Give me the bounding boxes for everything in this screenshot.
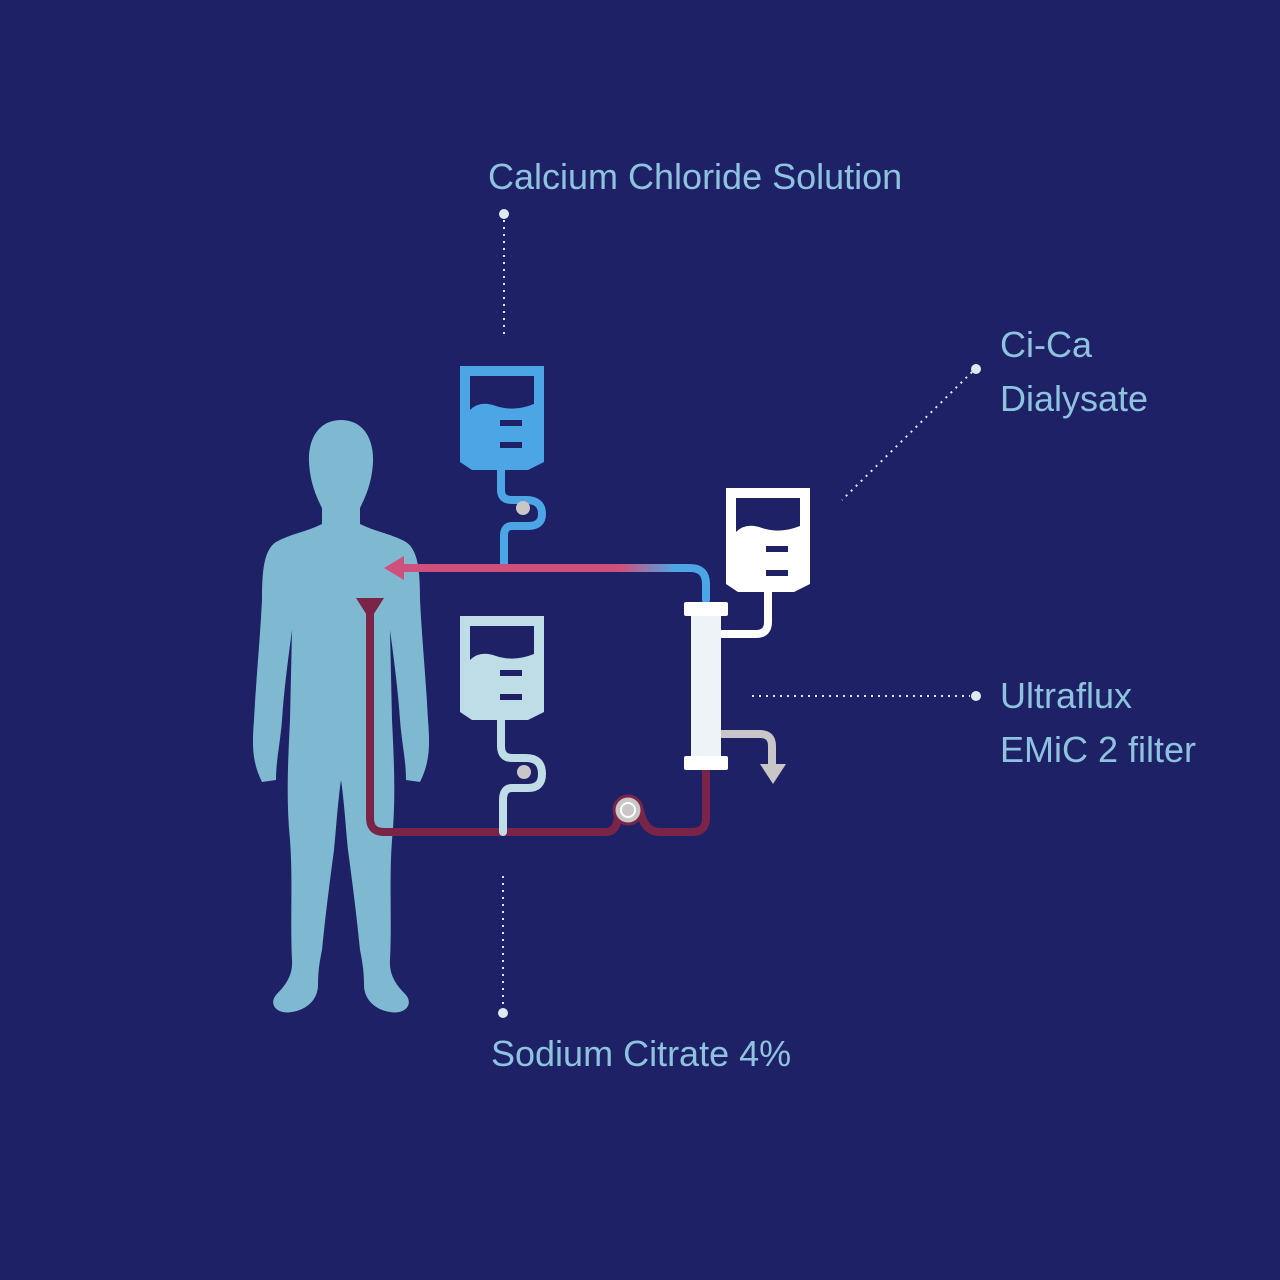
citrate-bag-icon (460, 616, 544, 720)
citrate-label: Sodium Citrate 4% (491, 1033, 792, 1074)
human-silhouette (252, 420, 430, 1013)
dialysate-label-line1: Ci-Ca (1000, 324, 1093, 365)
citrate-line (497, 716, 546, 836)
filter-dot (971, 691, 981, 701)
blood-pump-inner (620, 802, 636, 818)
dialysate-line (718, 588, 772, 638)
citrate-dot (498, 1008, 508, 1018)
dialysate-dot (971, 364, 981, 374)
venous-arrow-icon (384, 556, 404, 580)
effluent-line (718, 730, 776, 768)
calcium-dot (499, 209, 509, 219)
blood-pump-icon (612, 794, 644, 826)
calcium-bag-icon (460, 366, 544, 470)
citrate-pump-roller (517, 765, 531, 779)
callout-dots (498, 209, 981, 1018)
dialysate-bag-icon (726, 488, 810, 592)
callout-leaders (502, 220, 973, 1008)
calcium-label: Calcium Chloride Solution (488, 156, 903, 197)
arterial-arrow-icon (356, 598, 384, 620)
dialysate-label-line2: Dialysate (1000, 378, 1149, 419)
effluent-arrow-icon (760, 764, 786, 784)
dialysate-leader (841, 371, 973, 501)
venous-return-line (396, 564, 710, 604)
filter-label-line1: Ultraflux (1000, 675, 1133, 716)
ultraflux-filter (684, 602, 728, 770)
filter-label-line2: EMiC 2 filter (1000, 729, 1197, 770)
calcium-line (497, 464, 546, 572)
calcium-pump-roller (516, 501, 530, 515)
